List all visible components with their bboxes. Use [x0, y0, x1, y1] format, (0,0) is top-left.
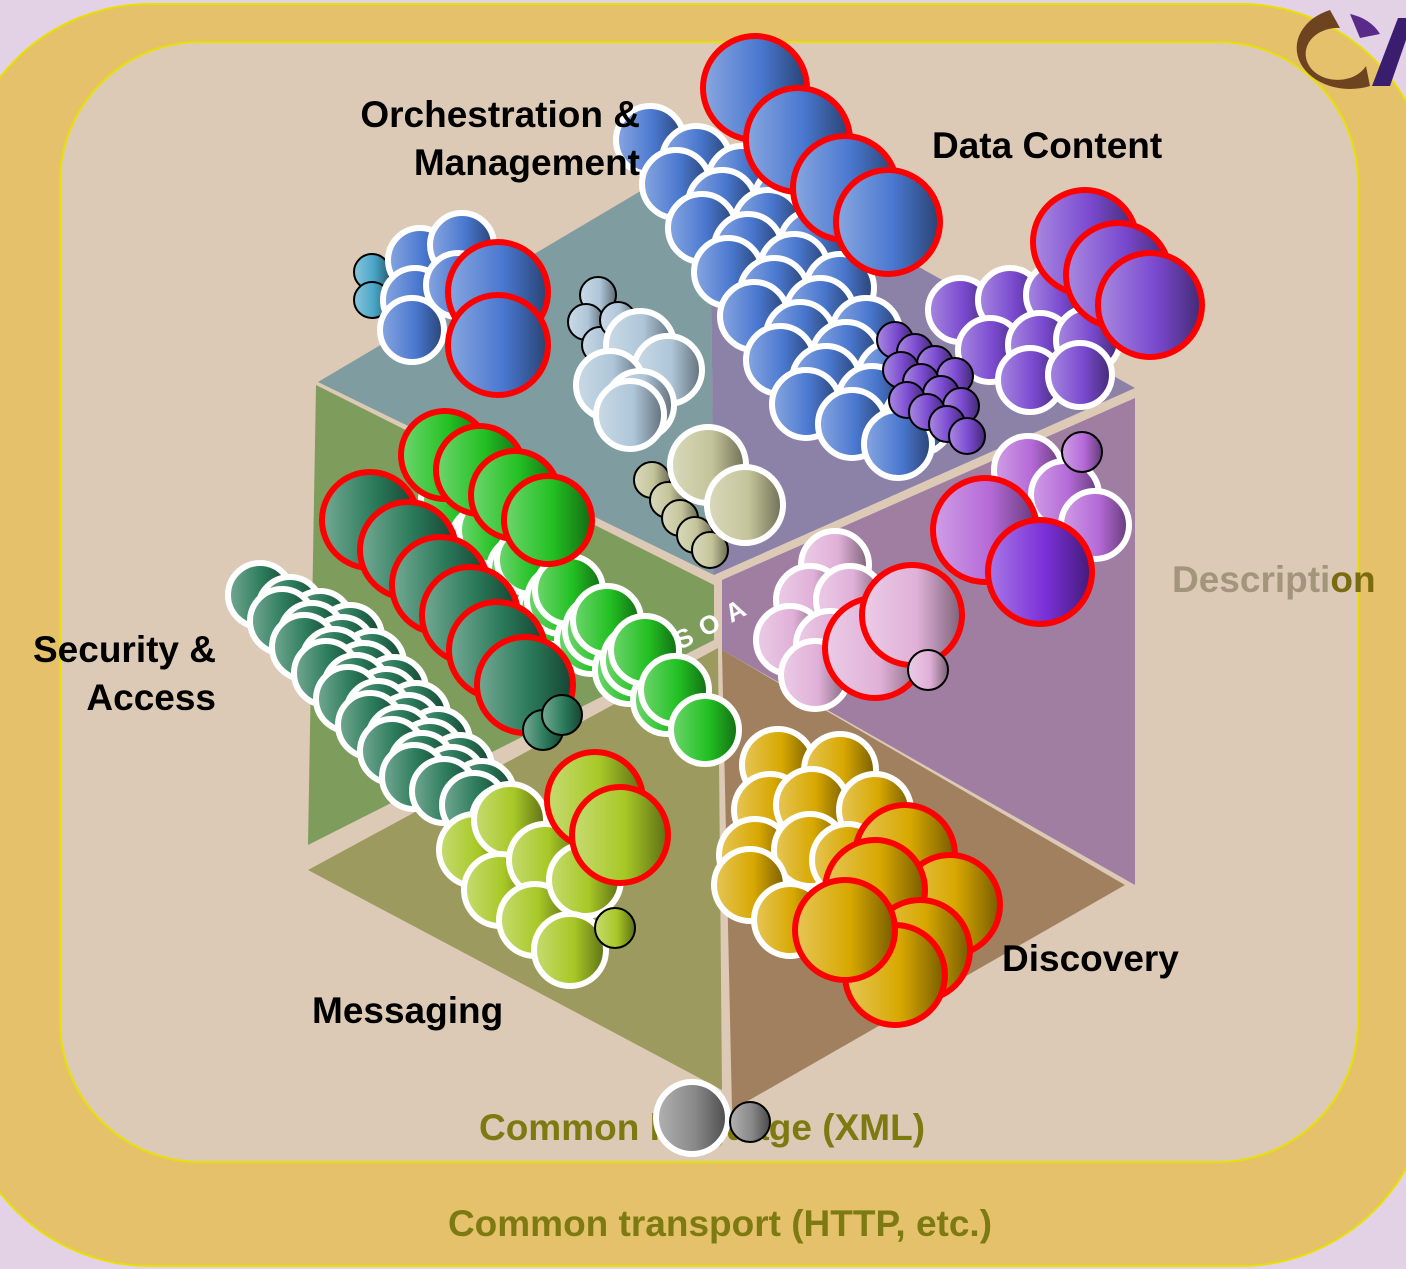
- label-common-transport: Common transport (HTTP, etc.): [448, 1203, 992, 1244]
- center-small-bubble: [691, 531, 729, 569]
- data-content-bubble: [1045, 340, 1115, 410]
- description-highlight-bubble: [985, 517, 1095, 627]
- common-language-bubble: [653, 1079, 731, 1157]
- messaging-small-bubble: [594, 907, 636, 949]
- label-data-content: Data Content: [932, 125, 1162, 166]
- discovery-highlight-bubble: [792, 877, 898, 983]
- label-security-line1: Security &: [33, 629, 216, 670]
- security-green-highlight: [501, 473, 595, 567]
- description-pink-small: [907, 649, 949, 691]
- orchestration-highlight-bubble: [833, 167, 943, 277]
- messaging-highlight-bubble: [569, 784, 671, 886]
- bubble-clusters: [225, 33, 1205, 1028]
- description-pink-highlight: [859, 562, 965, 668]
- label-messaging: Messaging: [312, 990, 503, 1031]
- security-green-bubble: [668, 693, 742, 767]
- data-content-highlight-bubble: [1095, 250, 1205, 360]
- label-security-line2: Access: [86, 677, 216, 718]
- logo-mark: [1296, 10, 1406, 90]
- messaging-bubble: [531, 911, 609, 989]
- data-content-small-bubble: [948, 417, 986, 455]
- orchestration-highlight-bubble: [445, 292, 551, 398]
- label-description-faded: Descripti: [1172, 559, 1330, 600]
- label-orchestration-line2: Management: [414, 142, 640, 183]
- registry-bubble: [593, 378, 667, 452]
- orchestration-bubble: [377, 295, 447, 365]
- security-access-small: [541, 694, 583, 736]
- label-discovery: Discovery: [1002, 938, 1179, 979]
- foreground-bubbles: [653, 1079, 771, 1157]
- description-small-bubble: [1061, 431, 1103, 473]
- center-bubble: [704, 464, 786, 546]
- label-description-dark: on: [1330, 559, 1375, 600]
- label-orchestration-line1: Orchestration &: [360, 94, 640, 135]
- common-language-small-bubble: [729, 1101, 771, 1143]
- label-description: Description: [1172, 559, 1376, 600]
